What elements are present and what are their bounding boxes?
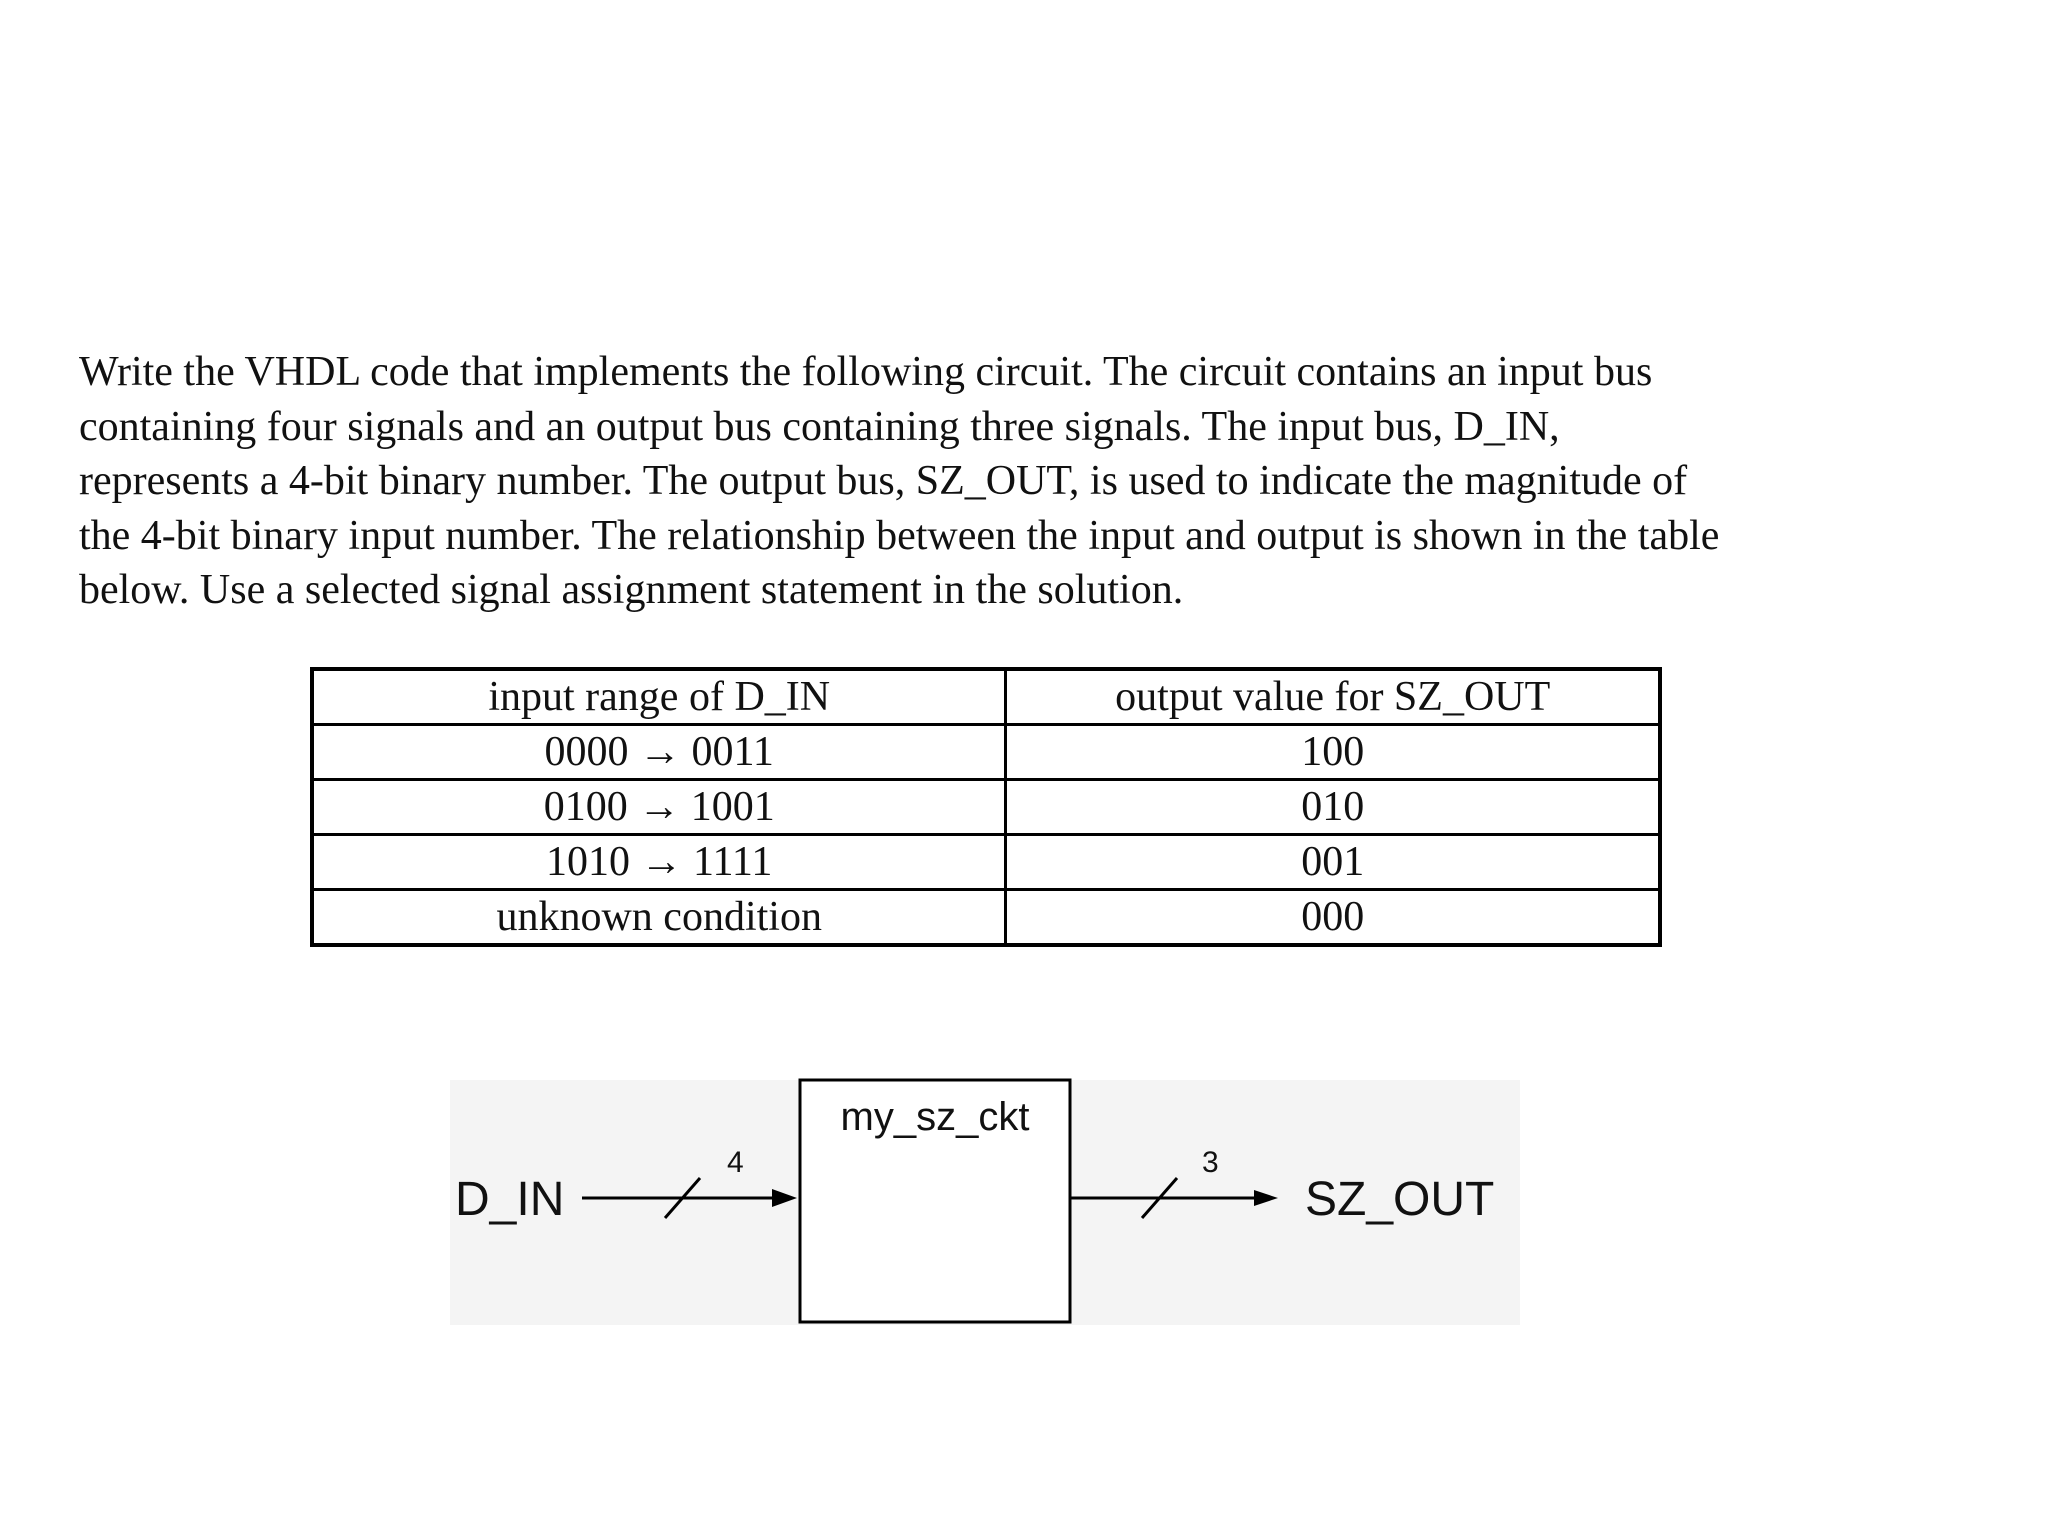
problem-line: containing four signals and an output bu…	[79, 403, 1560, 450]
table-cell-input: 1010 → 1111	[310, 833, 1008, 891]
table-cell-input: 0000 → 0011	[310, 723, 1008, 781]
problem-line: Write the VHDL code that implements the …	[79, 349, 1653, 395]
output-signal-label: SZ_OUT	[1305, 1173, 1494, 1226]
input-bus-slash-icon	[663, 1177, 702, 1219]
table-header-row: input range of D_IN output value for SZ_…	[310, 667, 1662, 726]
input-bus-width: 4	[727, 1146, 744, 1179]
circuit-block	[798, 1078, 1072, 1324]
io-relationship-table: input range of D_IN output value for SZ_…	[310, 667, 1662, 947]
output-bus-width: 3	[1202, 1146, 1219, 1179]
problem-line: below. Use a selected signal assignment …	[79, 567, 1184, 613]
problem-line: represents a 4-bit binary number. The ou…	[79, 458, 1688, 504]
input-signal-label: D_IN	[455, 1173, 564, 1226]
table-cell-input: 0100 → 1001	[310, 778, 1008, 836]
table-cell-output: 010	[1004, 778, 1662, 836]
table-header-input: input range of D_IN	[310, 667, 1008, 726]
output-arrow-icon	[1254, 1190, 1278, 1206]
table-cell-output: 100	[1004, 723, 1662, 781]
problem-line: the 4-bit binary input number. The relat…	[79, 512, 1720, 559]
problem-statement: Write the VHDL code that implements the …	[79, 345, 1979, 618]
table-row: 0100 → 1001 010	[310, 778, 1662, 836]
table-row: 0000 → 0011 100	[310, 723, 1662, 781]
output-bus-slash-icon	[1140, 1177, 1179, 1219]
table-cell-output: 001	[1004, 833, 1662, 891]
table-row: 1010 → 1111 001	[310, 833, 1662, 891]
input-arrow-icon	[772, 1189, 797, 1207]
table-cell-input: unknown condition	[310, 888, 1008, 947]
table-header-output: output value for SZ_OUT	[1004, 667, 1662, 726]
block-label: my_sz_ckt	[841, 1095, 1030, 1139]
table-cell-output: 000	[1004, 888, 1662, 947]
table-row: unknown condition 000	[310, 888, 1662, 947]
